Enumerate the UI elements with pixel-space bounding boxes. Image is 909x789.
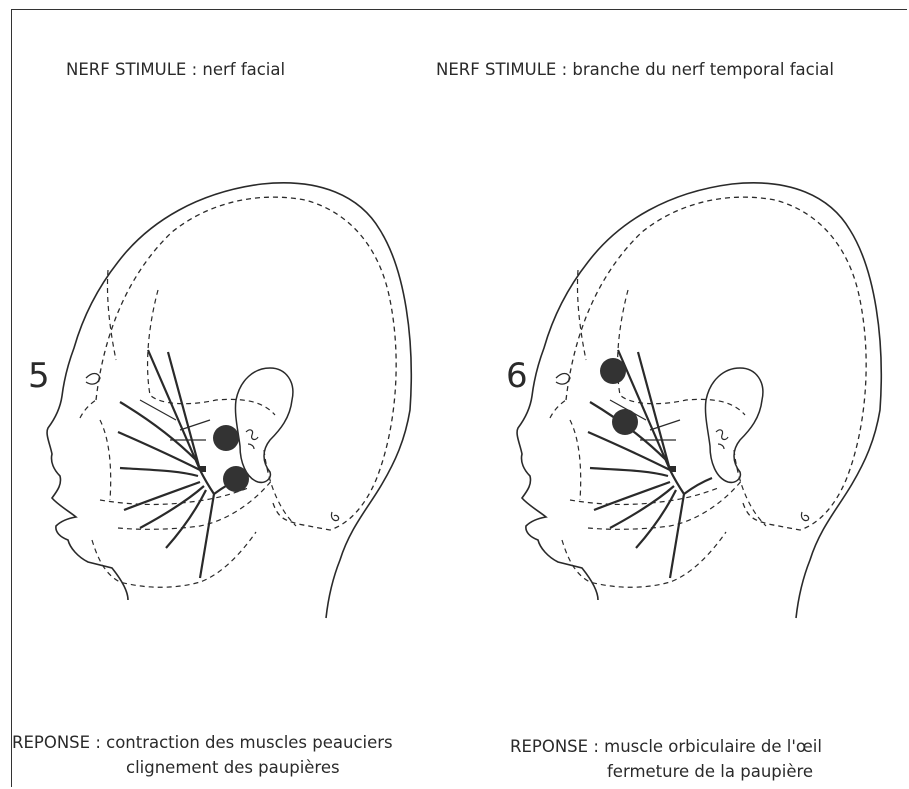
left-response-line2: clignement des paupières — [126, 758, 340, 777]
right-stimulation-point-upper — [600, 358, 626, 384]
left-head-drawing — [47, 183, 411, 618]
right-response-line2: fermeture de la paupière — [607, 762, 813, 781]
left-response-line1: REPONSE : contraction des muscles peauci… — [12, 733, 393, 752]
left-stimulation-point-upper — [213, 425, 239, 451]
left-stimulation-point-lower — [223, 466, 249, 492]
right-response-line1: REPONSE : muscle orbiculaire de l'œil — [510, 737, 822, 756]
right-head-drawing — [517, 183, 881, 618]
right-stimulation-point-lower — [612, 409, 638, 435]
